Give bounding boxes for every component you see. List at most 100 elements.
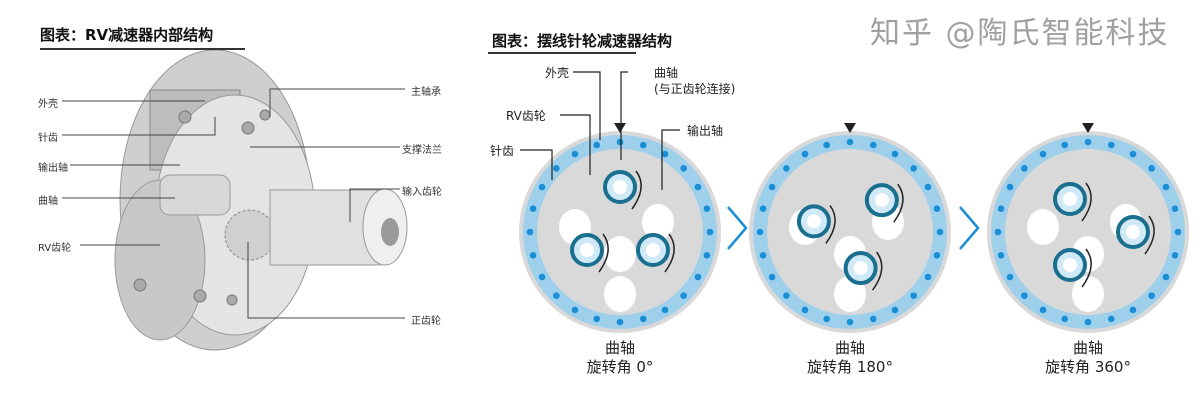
crank-center: [646, 243, 660, 257]
pin-tooth: [933, 205, 941, 213]
pin-tooth: [759, 205, 767, 213]
pin-tooth: [593, 141, 601, 149]
label-shell: 外壳: [38, 99, 58, 110]
crank-center: [853, 261, 868, 276]
pin-tooth: [538, 273, 546, 281]
pin-tooth: [553, 292, 560, 299]
pin-tooth: [616, 318, 624, 326]
output-shaft-hole: [1027, 209, 1059, 245]
crank-center: [1126, 225, 1140, 239]
pin-tooth: [801, 306, 809, 314]
rv-leader-lines: [62, 88, 405, 319]
crank-center: [874, 193, 889, 208]
pin-tooth: [936, 228, 944, 236]
pin-tooth: [1162, 273, 1170, 281]
crank-center: [1063, 258, 1077, 272]
label-crank: 曲轴: [654, 66, 679, 80]
title-underline: [488, 52, 636, 54]
pin-tooth: [924, 273, 932, 281]
rotation-arrow-icon: [598, 233, 609, 273]
pin-tooth: [1084, 138, 1092, 146]
pin-tooth: [553, 165, 560, 172]
pin-tooth: [1107, 141, 1115, 149]
next-stage-chevron-icon: [959, 206, 980, 250]
output-shaft-hole: [1072, 276, 1104, 312]
stage-disc-2: [987, 123, 1189, 333]
stage-disc-1: [749, 123, 951, 333]
rv-title: 图表：RV减速器内部结构: [40, 26, 214, 44]
pin-tooth: [869, 315, 877, 323]
rotation-arrow-icon: [631, 170, 642, 210]
label-spur-gear: 正齿轮: [411, 316, 441, 327]
pin-tooth: [703, 251, 711, 259]
pin-tooth: [783, 165, 790, 172]
pin-tooth: [593, 315, 601, 323]
pin-tooth: [759, 251, 767, 259]
pin-tooth: [910, 165, 917, 172]
label-crank-note: (与正齿轮连接): [654, 82, 736, 96]
crank-center: [580, 243, 594, 257]
stage-arrows: [727, 206, 980, 250]
label-input-gear: 输入齿轮: [402, 187, 442, 198]
label-crank: 曲轴: [38, 196, 58, 207]
output-shaft-hole: [604, 276, 636, 312]
cycloid-title: 图表：摆线针轮减速器结构: [492, 32, 673, 50]
rotation-arrow-icon: [1081, 248, 1092, 288]
rotation-arrow-icon: [825, 204, 836, 244]
watermark: 知乎 @陶氏智能科技: [870, 16, 1170, 51]
pin-tooth: [1171, 205, 1179, 213]
output-shaft-hole: [642, 204, 674, 240]
pin-tooth: [639, 315, 647, 323]
pin-tooth: [680, 165, 687, 172]
reference-marker-icon: [844, 123, 856, 133]
pin-tooth: [1021, 292, 1028, 299]
pin-tooth: [846, 318, 854, 326]
pin-tooth: [661, 150, 669, 158]
pin-tooth: [823, 315, 831, 323]
stage-2-angle: 旋转角 360°: [1045, 358, 1131, 376]
pin-tooth: [616, 138, 624, 146]
pin-tooth: [768, 273, 776, 281]
cycloid-leader-lines: [520, 71, 680, 190]
rotation-arrow-icon: [872, 251, 883, 291]
pin-tooth: [1039, 150, 1047, 158]
pin-tooth: [661, 306, 669, 314]
label-output-shaft: 输出轴: [38, 163, 68, 174]
pin-tooth: [694, 273, 702, 281]
cycloid-stages: [519, 123, 1189, 333]
pin-tooth: [1021, 165, 1028, 172]
pin-tooth: [680, 292, 687, 299]
pin-tooth: [1129, 150, 1137, 158]
label-support-flange: 支撑法兰: [402, 145, 442, 156]
pin-tooth: [1148, 292, 1155, 299]
crank-center: [613, 180, 627, 194]
rotation-arrow-icon: [1081, 182, 1092, 222]
label-rv-gear: RV齿轮: [506, 109, 546, 123]
pin-tooth: [1107, 315, 1115, 323]
pin-tooth: [1039, 306, 1047, 314]
stage-2-name: 曲轴: [1072, 339, 1103, 357]
pin-tooth: [571, 306, 579, 314]
pin-tooth: [529, 251, 537, 259]
pin-tooth: [994, 228, 1002, 236]
pin-tooth: [891, 150, 899, 158]
stage-disc-0: [519, 123, 721, 333]
reference-marker-icon: [614, 123, 626, 133]
pin-tooth: [768, 183, 776, 191]
pin-tooth: [639, 141, 647, 149]
pin-tooth: [783, 292, 790, 299]
crank-center: [1063, 192, 1077, 206]
pin-tooth: [891, 306, 899, 314]
reference-marker-icon: [1082, 123, 1094, 133]
pin-tooth: [526, 228, 534, 236]
rotation-arrow-icon: [1144, 215, 1155, 255]
housing-disc: [987, 131, 1189, 333]
title-underline: [40, 48, 245, 50]
crank-center: [806, 214, 821, 229]
rv-reducer-illustration: [114, 49, 408, 351]
output-shaft-hole: [604, 236, 636, 272]
pin-tooth: [1006, 183, 1014, 191]
pin-tooth: [933, 251, 941, 259]
output-shaft-hole: [834, 276, 866, 312]
pin-tooth: [924, 183, 932, 191]
